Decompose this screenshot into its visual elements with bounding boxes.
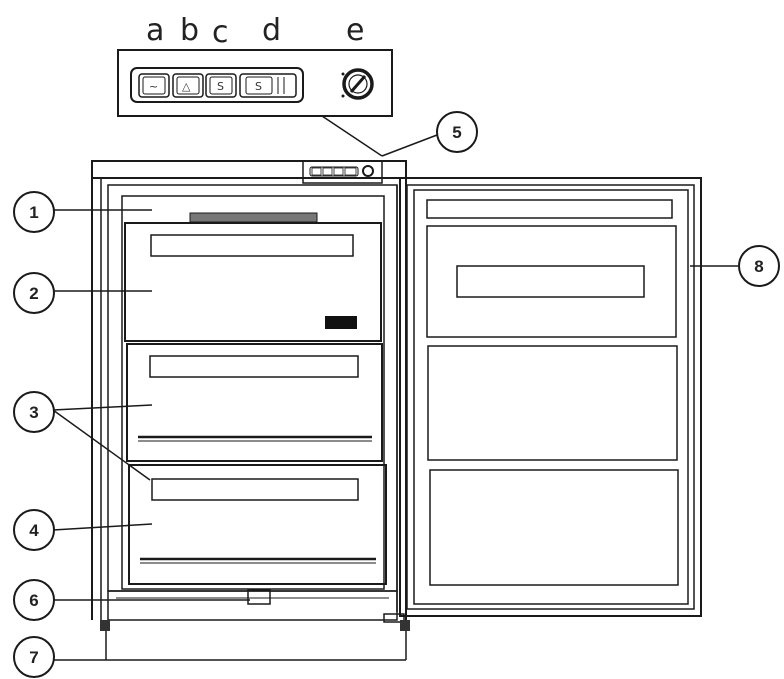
callout-7-label: 7 — [29, 648, 38, 667]
callout-3: 3 — [13, 391, 55, 433]
control-panel-enlarged: ~ △ S S — [117, 49, 393, 117]
callout-5: 5 — [436, 111, 478, 153]
callout-2-label: 2 — [29, 284, 38, 303]
callout-8: 8 — [738, 245, 780, 287]
button-c-symbol: S — [217, 80, 224, 93]
callout-8-label: 8 — [754, 257, 763, 276]
button-b: △ — [172, 73, 204, 98]
leader-lines — [52, 209, 738, 661]
panel-letter-d: d — [262, 13, 281, 48]
thermostat-dial-icon — [341, 68, 374, 100]
callout-2: 2 — [13, 272, 55, 314]
callout-1: 1 — [13, 191, 55, 233]
button-d: S — [239, 73, 297, 98]
panel-letter-c: c — [212, 15, 229, 50]
drawer-2 — [126, 343, 383, 462]
callout-4-label: 4 — [29, 521, 39, 540]
callout-6: 6 — [13, 579, 55, 621]
button-d-symbol: S — [255, 80, 262, 93]
button-b-symbol: △ — [182, 80, 191, 93]
callout-5-label: 5 — [452, 123, 461, 142]
drawer-1 — [124, 222, 382, 342]
callout-3-label: 3 — [29, 403, 38, 422]
freezer-cabinet — [91, 160, 410, 631]
callout-4: 4 — [13, 509, 55, 551]
button-a: ~ — [138, 73, 170, 98]
button-a-symbol: ~ — [149, 80, 158, 93]
control-panel-small — [302, 160, 383, 184]
freezer-door — [399, 177, 702, 617]
callout-1-label: 1 — [29, 203, 38, 222]
button-c: S — [205, 73, 237, 98]
panel-letter-b: b — [180, 13, 199, 48]
drawer-3 — [128, 464, 387, 585]
callout-6-label: 6 — [29, 591, 38, 610]
panel-letter-a: a — [146, 13, 164, 48]
callout-7: 7 — [13, 636, 55, 678]
panel-letter-e: e — [346, 13, 364, 48]
